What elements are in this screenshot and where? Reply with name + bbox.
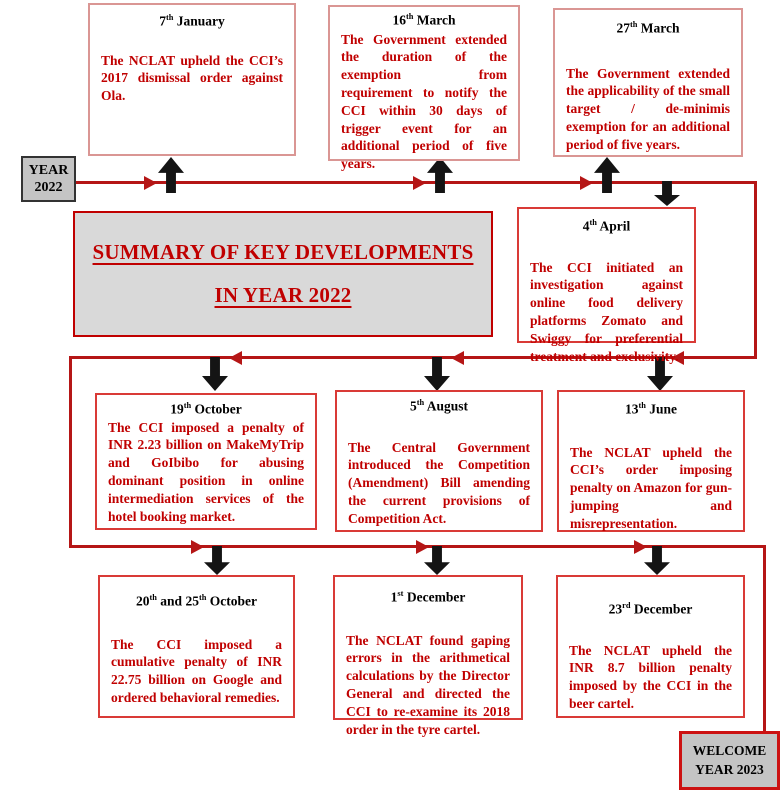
- up-arrow-icon: [594, 157, 620, 193]
- event-date: 20th and 25th October: [135, 593, 257, 609]
- page-title-line2: IN YEAR 2022: [214, 283, 352, 307]
- event-body: The NCLAT upheld the CCI’s 2017 dismissa…: [101, 52, 283, 104]
- event-box-oct20-25: 20th and 25th October The CCI imposed a …: [98, 575, 295, 718]
- down-arrow-icon: [654, 181, 680, 206]
- arrowhead-right-icon: [634, 540, 647, 554]
- event-date: 13th June: [624, 401, 678, 417]
- event-box-jan7: 7th January The NCLAT upheld the CCI’s 2…: [88, 3, 296, 156]
- event-date: 5th August: [409, 398, 469, 414]
- arrowhead-left-icon: [229, 351, 242, 365]
- summary-title-box: SUMMARY OF KEY DEVELOPMENTS IN YEAR 2022: [73, 211, 493, 337]
- event-body: The Government extended the duration of …: [341, 31, 507, 172]
- event-box-jun13: 13th June The NCLAT upheld the CCI’s ord…: [557, 390, 745, 532]
- event-body: The NCLAT upheld the CCI’s order imposin…: [570, 444, 732, 531]
- arrowhead-right-icon: [580, 176, 593, 190]
- welcome-badge-line2: YEAR 2023: [695, 761, 764, 777]
- event-box-mar27: 27th March The Government extended the a…: [553, 8, 743, 157]
- event-box-dec23: 23rd December The NCLAT upheld the INR 8…: [556, 575, 745, 718]
- down-arrow-icon: [644, 546, 670, 575]
- connector-line-right-upper: [754, 181, 757, 359]
- connector-line-right-lower: [763, 545, 766, 733]
- down-arrow-icon: [204, 546, 230, 575]
- arrowhead-right-icon: [416, 540, 429, 554]
- event-date: 19th October: [170, 401, 242, 417]
- event-body: The CCI initiated an investigation again…: [530, 259, 683, 364]
- arrowhead-right-icon: [413, 176, 426, 190]
- event-box-dec1: 1st December The NCLAT found gaping erro…: [333, 575, 523, 737]
- welcome-2023-badge: WELCOME YEAR 2023: [679, 731, 780, 790]
- event-box-mar16: 16th March The Government extended the d…: [328, 5, 520, 171]
- event-body: The NCLAT upheld the INR 8.7 billion pen…: [569, 642, 732, 711]
- event-date: 27th March: [616, 20, 680, 36]
- arrowhead-right-icon: [191, 540, 204, 554]
- event-body: The CCI imposed a penalty of INR 2.23 bi…: [108, 419, 304, 524]
- event-body: The NCLAT found gaping errors in the ari…: [346, 632, 510, 737]
- event-box-oct19: 19th October The CCI imposed a penalty o…: [95, 393, 317, 530]
- arrowhead-left-icon: [451, 351, 464, 365]
- event-date: 7th January: [159, 13, 225, 29]
- down-arrow-icon: [424, 357, 450, 391]
- event-date: 23rd December: [608, 601, 693, 617]
- arrowhead-right-icon: [144, 176, 157, 190]
- year-badge-line1: YEAR: [28, 162, 69, 178]
- welcome-badge-line1: WELCOME: [692, 743, 767, 759]
- event-box-aug5: 5th August The Central Government introd…: [335, 390, 543, 532]
- event-body: The Central Government introduced the Co…: [348, 439, 530, 526]
- event-body: The Government extended the applicabilit…: [566, 65, 730, 152]
- up-arrow-icon: [158, 157, 184, 193]
- connector-line-left: [69, 356, 72, 548]
- year-badge-line2: 2022: [34, 180, 63, 195]
- event-date: 4th April: [582, 218, 631, 234]
- event-date: 16th March: [392, 12, 456, 28]
- event-body: The CCI imposed a cumulative penalty of …: [111, 636, 282, 705]
- down-arrow-icon: [424, 546, 450, 575]
- page-title-line1: SUMMARY OF KEY DEVELOPMENTS: [92, 240, 474, 264]
- event-box-apr4: 4th April The CCI initiated an investiga…: [517, 207, 696, 364]
- event-date: 1st December: [390, 589, 466, 605]
- connector-line-middle: [69, 356, 757, 359]
- year-2022-badge: YEAR 2022: [21, 156, 76, 202]
- down-arrow-icon: [202, 357, 228, 391]
